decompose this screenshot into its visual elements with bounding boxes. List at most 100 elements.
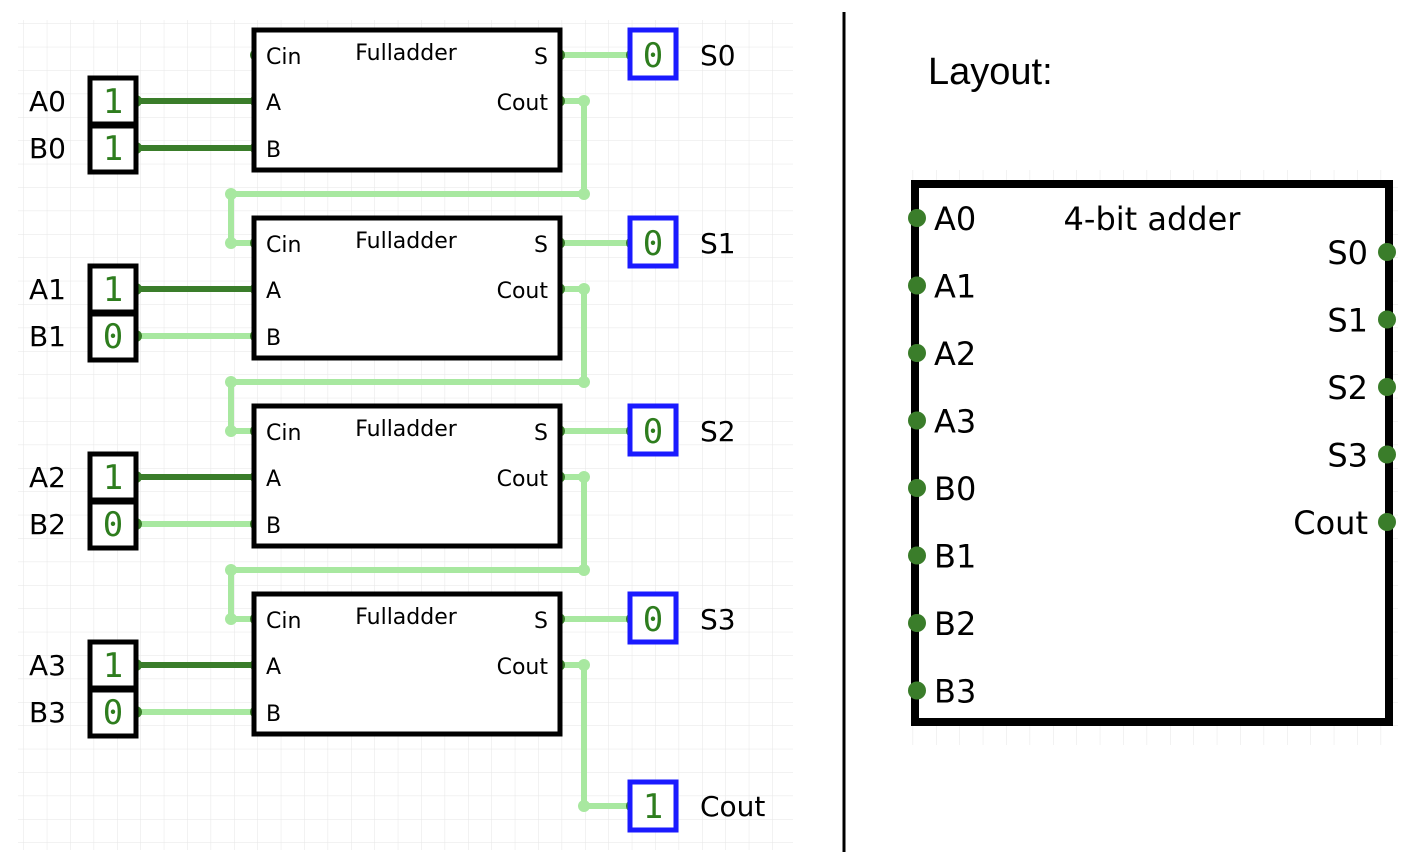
input-label-b: B2 [29, 508, 66, 541]
input-switch-a [87, 639, 139, 691]
input-label-b: B1 [29, 320, 66, 353]
layout-output-dot [1378, 445, 1396, 464]
output-label-s: S2 [700, 415, 736, 448]
wire-junction [578, 564, 590, 576]
layout-input-dot [908, 546, 926, 565]
pin-label-cin: Cin [266, 233, 301, 258]
layout-input-dot [908, 411, 926, 430]
adder-block [911, 180, 1393, 726]
layout-output-dot [1378, 513, 1396, 531]
output-value-s: 0 [643, 600, 663, 640]
layout-input-dot [908, 614, 926, 632]
layout-output-label: S1 [1327, 302, 1368, 340]
wire-junction [578, 283, 590, 295]
pin-label-cin: Cin [266, 45, 301, 70]
pin-label-a: A [266, 279, 281, 304]
pin-label-b: B [266, 702, 281, 727]
layout-output-dot [1378, 310, 1396, 329]
input-label-a: A2 [29, 461, 66, 494]
pin-label-b: B [266, 326, 281, 351]
pin-label-cout: Cout [497, 655, 549, 680]
input-label-a: A3 [29, 649, 66, 682]
pin-label-b: B [266, 514, 281, 539]
pin-label-cout: Cout [497, 91, 549, 116]
layout-input-label: A3 [934, 403, 976, 441]
pin-label-a: A [266, 655, 281, 680]
input-switch-b [87, 499, 139, 551]
input-value-a: 1 [103, 458, 123, 498]
layout-output-dot [1378, 378, 1396, 396]
input-value-b: 0 [103, 317, 123, 357]
input-switch-b [87, 687, 139, 739]
input-value-a: 1 [103, 82, 123, 122]
pin-label-a: A [266, 91, 281, 116]
wire-junction [578, 471, 590, 483]
wire-junction [578, 659, 590, 671]
layout-output-label: Cout [1293, 504, 1368, 542]
layout-input-label: A0 [934, 200, 976, 238]
pin-label-b: B [266, 138, 281, 163]
output-label-cout: Cout [700, 790, 765, 823]
input-label-b: B3 [29, 696, 66, 729]
wire-junction [225, 376, 237, 388]
output-display-cout [627, 779, 679, 833]
layout-heading: Layout: [928, 51, 1053, 93]
wire-junction [225, 564, 237, 576]
wire-junction [578, 188, 590, 200]
fulladder-title: Fulladder [355, 605, 458, 630]
output-label-s: S1 [700, 227, 736, 260]
pin-label-s: S [534, 609, 548, 634]
wire-junction [578, 800, 590, 812]
output-value-cout: 1 [643, 787, 663, 827]
fulladder-block [251, 591, 563, 737]
layout-input-label: A1 [934, 268, 976, 306]
input-value-b: 0 [103, 505, 123, 545]
input-value-a: 1 [103, 646, 123, 686]
output-label-s: S0 [700, 39, 736, 72]
fulladder-blocks: FulladderCinABSCoutFulladderCinABSCoutFu… [251, 27, 563, 737]
layout-input-dot [908, 681, 926, 700]
pin-label-cout: Cout [497, 279, 549, 304]
input-label-a: A0 [29, 85, 66, 118]
pin-label-s: S [534, 421, 548, 446]
pin-label-cin: Cin [266, 421, 301, 446]
layout-input-dot [908, 344, 926, 362]
layout-input-dot [908, 276, 926, 295]
layout-output-label: S2 [1327, 369, 1368, 407]
fulladder-block [251, 403, 563, 549]
wire-junction [578, 376, 590, 388]
layout-input-label: B3 [934, 673, 976, 711]
fulladder-title: Fulladder [355, 417, 458, 442]
layout-input-dot [908, 209, 926, 227]
layout-input-label: B1 [934, 538, 976, 576]
input-value-b: 1 [103, 129, 123, 169]
pin-label-s: S [534, 45, 548, 70]
output-display-s [627, 591, 679, 645]
wire-carry-out [556, 662, 635, 809]
wire-junction [225, 237, 237, 249]
input-value-b: 0 [103, 693, 123, 733]
input-switch-b [87, 311, 139, 363]
pin-label-a: A [266, 467, 281, 492]
pin-label-cout: Cout [497, 467, 549, 492]
layout-input-label: B0 [934, 470, 976, 508]
layout-output-label: S3 [1327, 437, 1368, 475]
layout-input-dot [908, 479, 926, 497]
input-label-b: B0 [29, 132, 66, 165]
output-value-s: 0 [643, 412, 663, 452]
wire-junction [225, 188, 237, 200]
input-switch-a [87, 451, 139, 503]
layout-input-label: B2 [934, 605, 976, 643]
output-display-s [627, 215, 679, 269]
wire-junction [225, 613, 237, 625]
adder-title: 4-bit adder [1064, 200, 1242, 238]
output-display-s [627, 27, 679, 81]
fulladder-block [251, 215, 563, 361]
fulladder-block [251, 27, 563, 173]
input-value-a: 1 [103, 270, 123, 310]
fulladder-title: Fulladder [355, 41, 458, 66]
